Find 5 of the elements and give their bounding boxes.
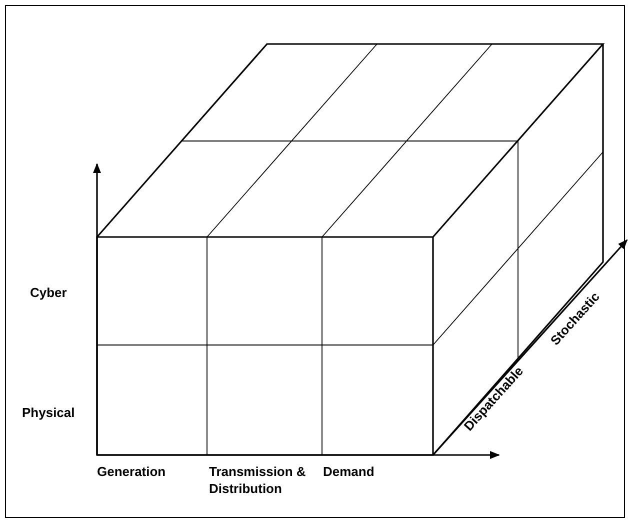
axis-label: Cyber — [30, 284, 67, 301]
axis-label: Physical — [22, 404, 75, 421]
axis-label: Transmission & Distribution — [209, 463, 307, 497]
axis-label: Demand — [323, 463, 374, 480]
axis-label: Generation — [97, 463, 166, 480]
